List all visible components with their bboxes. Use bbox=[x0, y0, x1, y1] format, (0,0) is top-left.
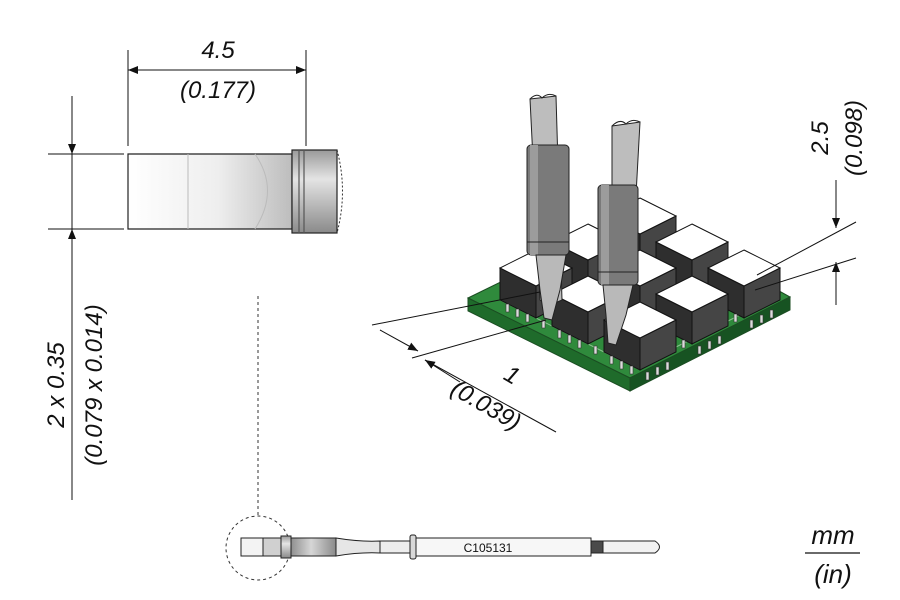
component-grid bbox=[498, 197, 782, 381]
width-in-label: (0.177) bbox=[180, 77, 256, 104]
pcb-illustration bbox=[466, 93, 792, 392]
width-dimension: 4.5 (0.177) bbox=[127, 37, 307, 146]
pitch-mm-label: 1 bbox=[499, 360, 524, 390]
units-secondary: (in) bbox=[814, 559, 852, 589]
width-mm-label: 4.5 bbox=[201, 37, 235, 64]
height-in-label: (0.079 x 0.014) bbox=[81, 304, 108, 465]
depth-in-label: (0.098) bbox=[841, 100, 868, 176]
full-tip-view: C105131 bbox=[225, 515, 660, 581]
tweezer-left bbox=[526, 93, 570, 321]
height-dimension: 2 x 0.35 (0.079 x 0.014) bbox=[43, 96, 124, 500]
tweezer-right bbox=[597, 119, 641, 346]
units-primary: mm bbox=[811, 520, 854, 550]
depth-dimension: 2.5 (0.098) bbox=[754, 100, 868, 305]
units-label: mm (in) bbox=[805, 520, 860, 589]
part-number-label: C105131 bbox=[464, 541, 513, 555]
height-mm-label: 2 x 0.35 bbox=[43, 342, 70, 429]
tip-detail-view bbox=[127, 149, 343, 234]
depth-mm-label: 2.5 bbox=[807, 121, 834, 156]
